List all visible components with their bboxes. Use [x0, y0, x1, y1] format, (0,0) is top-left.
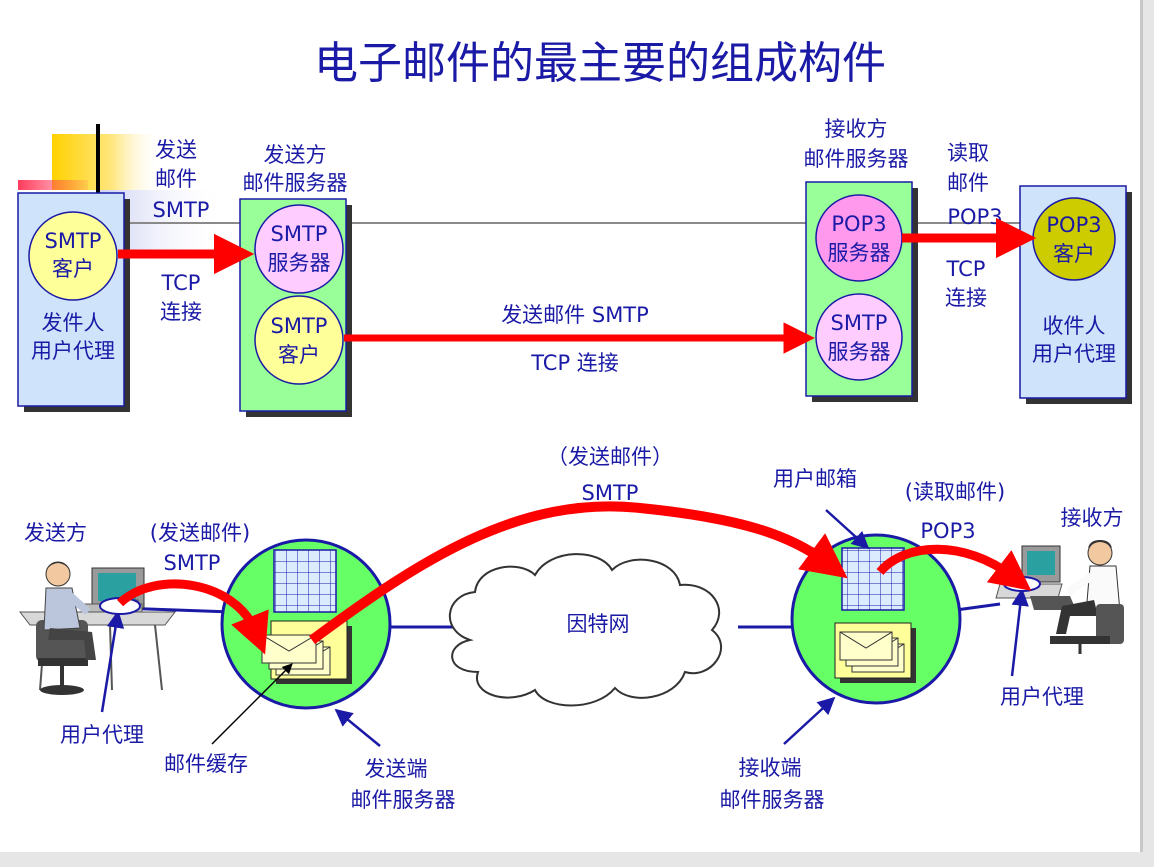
svg-text:接收方: 接收方 [825, 117, 888, 141]
recv-server-label-1: 接收端 [739, 756, 802, 780]
sending-mail-server-box: 发送方 邮件服务器 SMTP 服务器 SMTP 客户 [239, 143, 352, 417]
sender-box-label2: 用户代理 [31, 339, 115, 363]
mid-tcp-label: TCP 连接 [530, 351, 619, 375]
read-label-1: 读取 [947, 141, 989, 165]
smtp-client-circle [28, 211, 118, 301]
svg-text:POP3: POP3 [831, 212, 886, 236]
pop3-server-circle [815, 194, 903, 282]
mail-cache-label: 邮件缓存 [164, 752, 248, 776]
sender-box-label1: 发件人 [42, 311, 105, 335]
svg-text:POP3: POP3 [1046, 213, 1101, 237]
slide: 电子邮件的最主要的组成构件 SMTP 客户 发件人 用户代理 发送 邮件 SMT… [0, 0, 1140, 852]
user-agent-label-left: 用户代理 [60, 723, 144, 747]
read-label-2: 邮件 [947, 171, 989, 195]
send-server-label-1: 发送端 [365, 757, 428, 781]
diagram-canvas: 电子邮件的最主要的组成构件 SMTP 客户 发件人 用户代理 发送 邮件 SMT… [17, 38, 1132, 812]
user-agent-label-right: 用户代理 [1000, 685, 1084, 709]
sender-side-label: 发送方 [24, 521, 87, 545]
smtp-label-bottom-left: SMTP [164, 551, 221, 575]
svg-text:服务器: 服务器 [828, 340, 891, 364]
mail-queue-envelopes-left [261, 620, 352, 684]
svg-text:用户代理: 用户代理 [1032, 342, 1116, 366]
read-label-3: POP3 [947, 205, 1002, 229]
send-server-label-2: 邮件服务器 [351, 788, 456, 812]
receiver-person-icon [995, 540, 1124, 654]
sending-server-circle [220, 538, 392, 710]
svg-text:SMTP: SMTP [271, 222, 328, 246]
user-mailbox-label: 用户邮箱 [773, 467, 857, 491]
page-title: 电子邮件的最主要的组成构件 [314, 38, 886, 89]
svg-text:SMTP: SMTP [831, 311, 888, 335]
smtp-client-circle-2 [254, 295, 344, 385]
send-mail-label-top: （发送邮件） [547, 445, 673, 469]
sender-user-agent-box: SMTP 客户 发件人 用户代理 [17, 192, 130, 412]
internet-cloud: 因特网 [449, 553, 723, 707]
send-label-2: 邮件 [155, 167, 197, 191]
tcp-left-label-1: TCP [161, 271, 201, 295]
svg-text:服务器: 服务器 [828, 241, 891, 265]
internet-label: 因特网 [567, 612, 630, 636]
top-arrows [118, 217, 1037, 354]
mailbox-grid-left [273, 549, 337, 613]
svg-text:服务器: 服务器 [268, 251, 331, 275]
receiver-user-agent-box: POP3 客户 收件人 用户代理 [1019, 185, 1132, 404]
tcp-left-label-2: 连接 [160, 300, 202, 324]
smtp-server-circle [254, 204, 344, 294]
svg-text:客户: 客户 [1053, 242, 1095, 266]
read-mail-label: (读取邮件) [905, 480, 1005, 504]
tcp-right-label-1: TCP [946, 257, 986, 281]
svg-text:收件人: 收件人 [1043, 314, 1106, 338]
send-server-title2: 邮件服务器 [243, 171, 348, 195]
pop3-client-circle [1032, 197, 1116, 281]
mid-smtp-label: 发送邮件 SMTP [501, 303, 649, 327]
pop3-label-bottom: POP3 [920, 519, 975, 543]
recv-server-label-2: 邮件服务器 [720, 788, 825, 812]
svg-text:SMTP: SMTP [271, 314, 328, 338]
tcp-right-label-2: 连接 [945, 286, 987, 310]
svg-text:邮件服务器: 邮件服务器 [804, 147, 909, 171]
send-server-title1: 发送方 [264, 143, 327, 167]
receiving-mail-server-box: 接收方 邮件服务器 POP3 服务器 SMTP 服务器 [804, 117, 918, 402]
send-label-3: SMTP [153, 198, 210, 222]
smtp-server-circle-2 [815, 293, 903, 381]
pointer-arrows [100, 509, 1029, 747]
mail-flow-arrows [99, 501, 1041, 655]
mail-queue-envelopes-right [834, 622, 916, 683]
right-border [1140, 0, 1143, 852]
sender-circle-line2: 客户 [52, 257, 94, 281]
send-label-1: 发送 [155, 138, 197, 162]
send-mail-label-bottom: (发送邮件) [150, 521, 250, 545]
svg-text:客户: 客户 [278, 343, 320, 367]
receiver-side-label: 接收方 [1061, 506, 1124, 530]
smtp-label-top: SMTP [582, 481, 639, 505]
sender-person-icon [18, 561, 177, 695]
sender-circle-line1: SMTP [45, 229, 102, 253]
